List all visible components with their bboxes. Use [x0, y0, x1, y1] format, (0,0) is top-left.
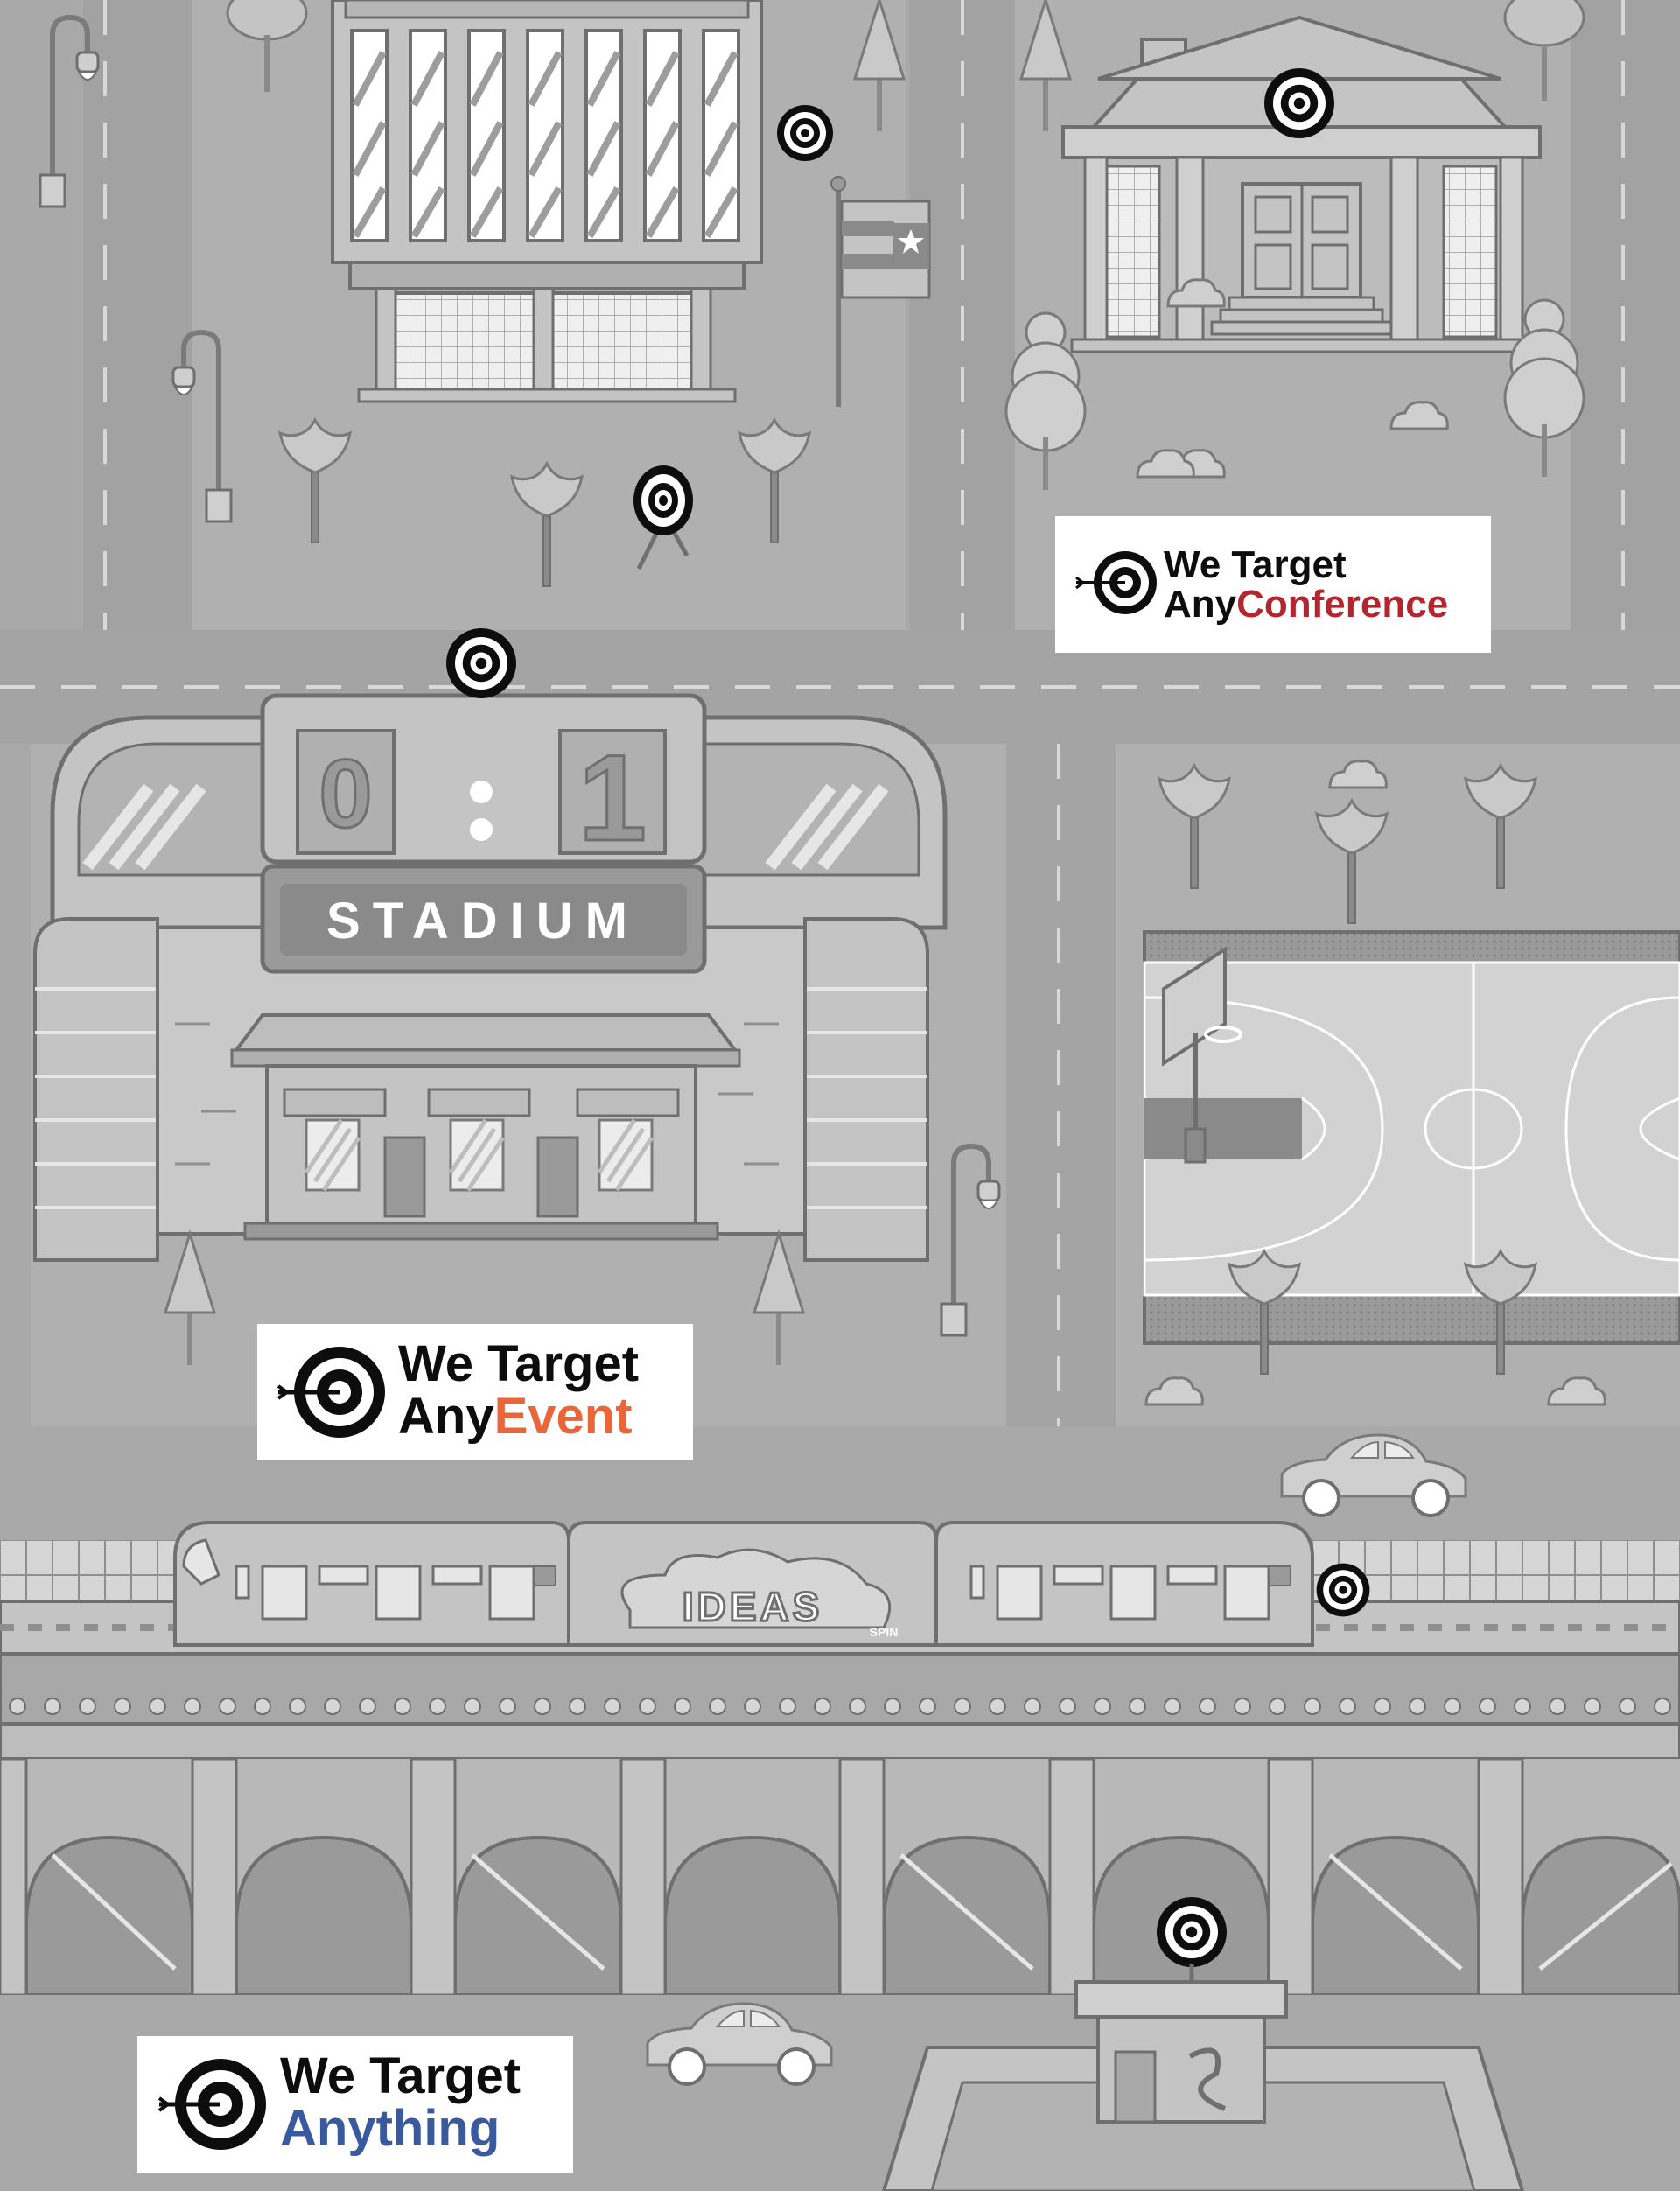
bullseye-arrow-icon: [1075, 551, 1157, 614]
tree-icon: [1004, 312, 1087, 490]
anything-badge: We Target Anything: [137, 2036, 573, 2173]
score-right: 1: [578, 729, 647, 866]
tree-icon: [226, 0, 308, 92]
kiosk: [881, 1980, 1525, 2191]
conference-badge: We Target AnyConference: [1055, 516, 1491, 653]
stadium-entrance: [283, 1088, 680, 1218]
target-icon: [1157, 1897, 1227, 1967]
bridge-rivets: [9, 1698, 1671, 1715]
target-icon: [446, 628, 516, 698]
stadium: 0 1 STADIUM: [33, 693, 948, 1262]
conference-badge-prefix: Any: [1164, 583, 1237, 626]
tree-icon: [1503, 0, 1586, 101]
stadium-sign: STADIUM: [326, 892, 640, 949]
subway-train: IDEAS SPIN: [173, 1521, 1314, 1647]
conference-badge-line1: We Target: [1164, 543, 1347, 586]
target-icon: [1316, 1563, 1370, 1617]
bullseye-arrow-icon: [158, 2059, 266, 2150]
event-badge: We Target AnyEvent: [257, 1324, 693, 1460]
flag-icon: [830, 176, 931, 407]
train-graffiti-tag: SPIN: [870, 1625, 899, 1639]
tree-icon: [1503, 298, 1586, 477]
target-icon: [777, 105, 833, 161]
archery-target-stand: [634, 466, 693, 570]
basketball-court: [1143, 930, 1680, 1345]
event-badge-prefix: Any: [398, 1388, 494, 1445]
event-badge-accent: Event: [494, 1388, 633, 1445]
conference-badge-accent: Conference: [1236, 583, 1448, 626]
train-graffiti: IDEAS: [682, 1584, 823, 1629]
office-building: [331, 0, 763, 403]
target-icon: [1264, 68, 1334, 138]
event-badge-line1: We Target: [398, 1335, 639, 1392]
svg-text:AnyEvent: AnyEvent: [398, 1388, 633, 1445]
conference-hall: [1061, 15, 1542, 354]
basketball-hoop-icon: [1162, 946, 1242, 1164]
bullseye-arrow-icon: [276, 1347, 385, 1438]
svg-text:AnyConference: AnyConference: [1164, 583, 1448, 626]
score-left: 0: [318, 740, 372, 848]
anything-badge-line1: We Target: [280, 2048, 521, 2104]
anything-badge-accent: Anything: [280, 2100, 500, 2157]
